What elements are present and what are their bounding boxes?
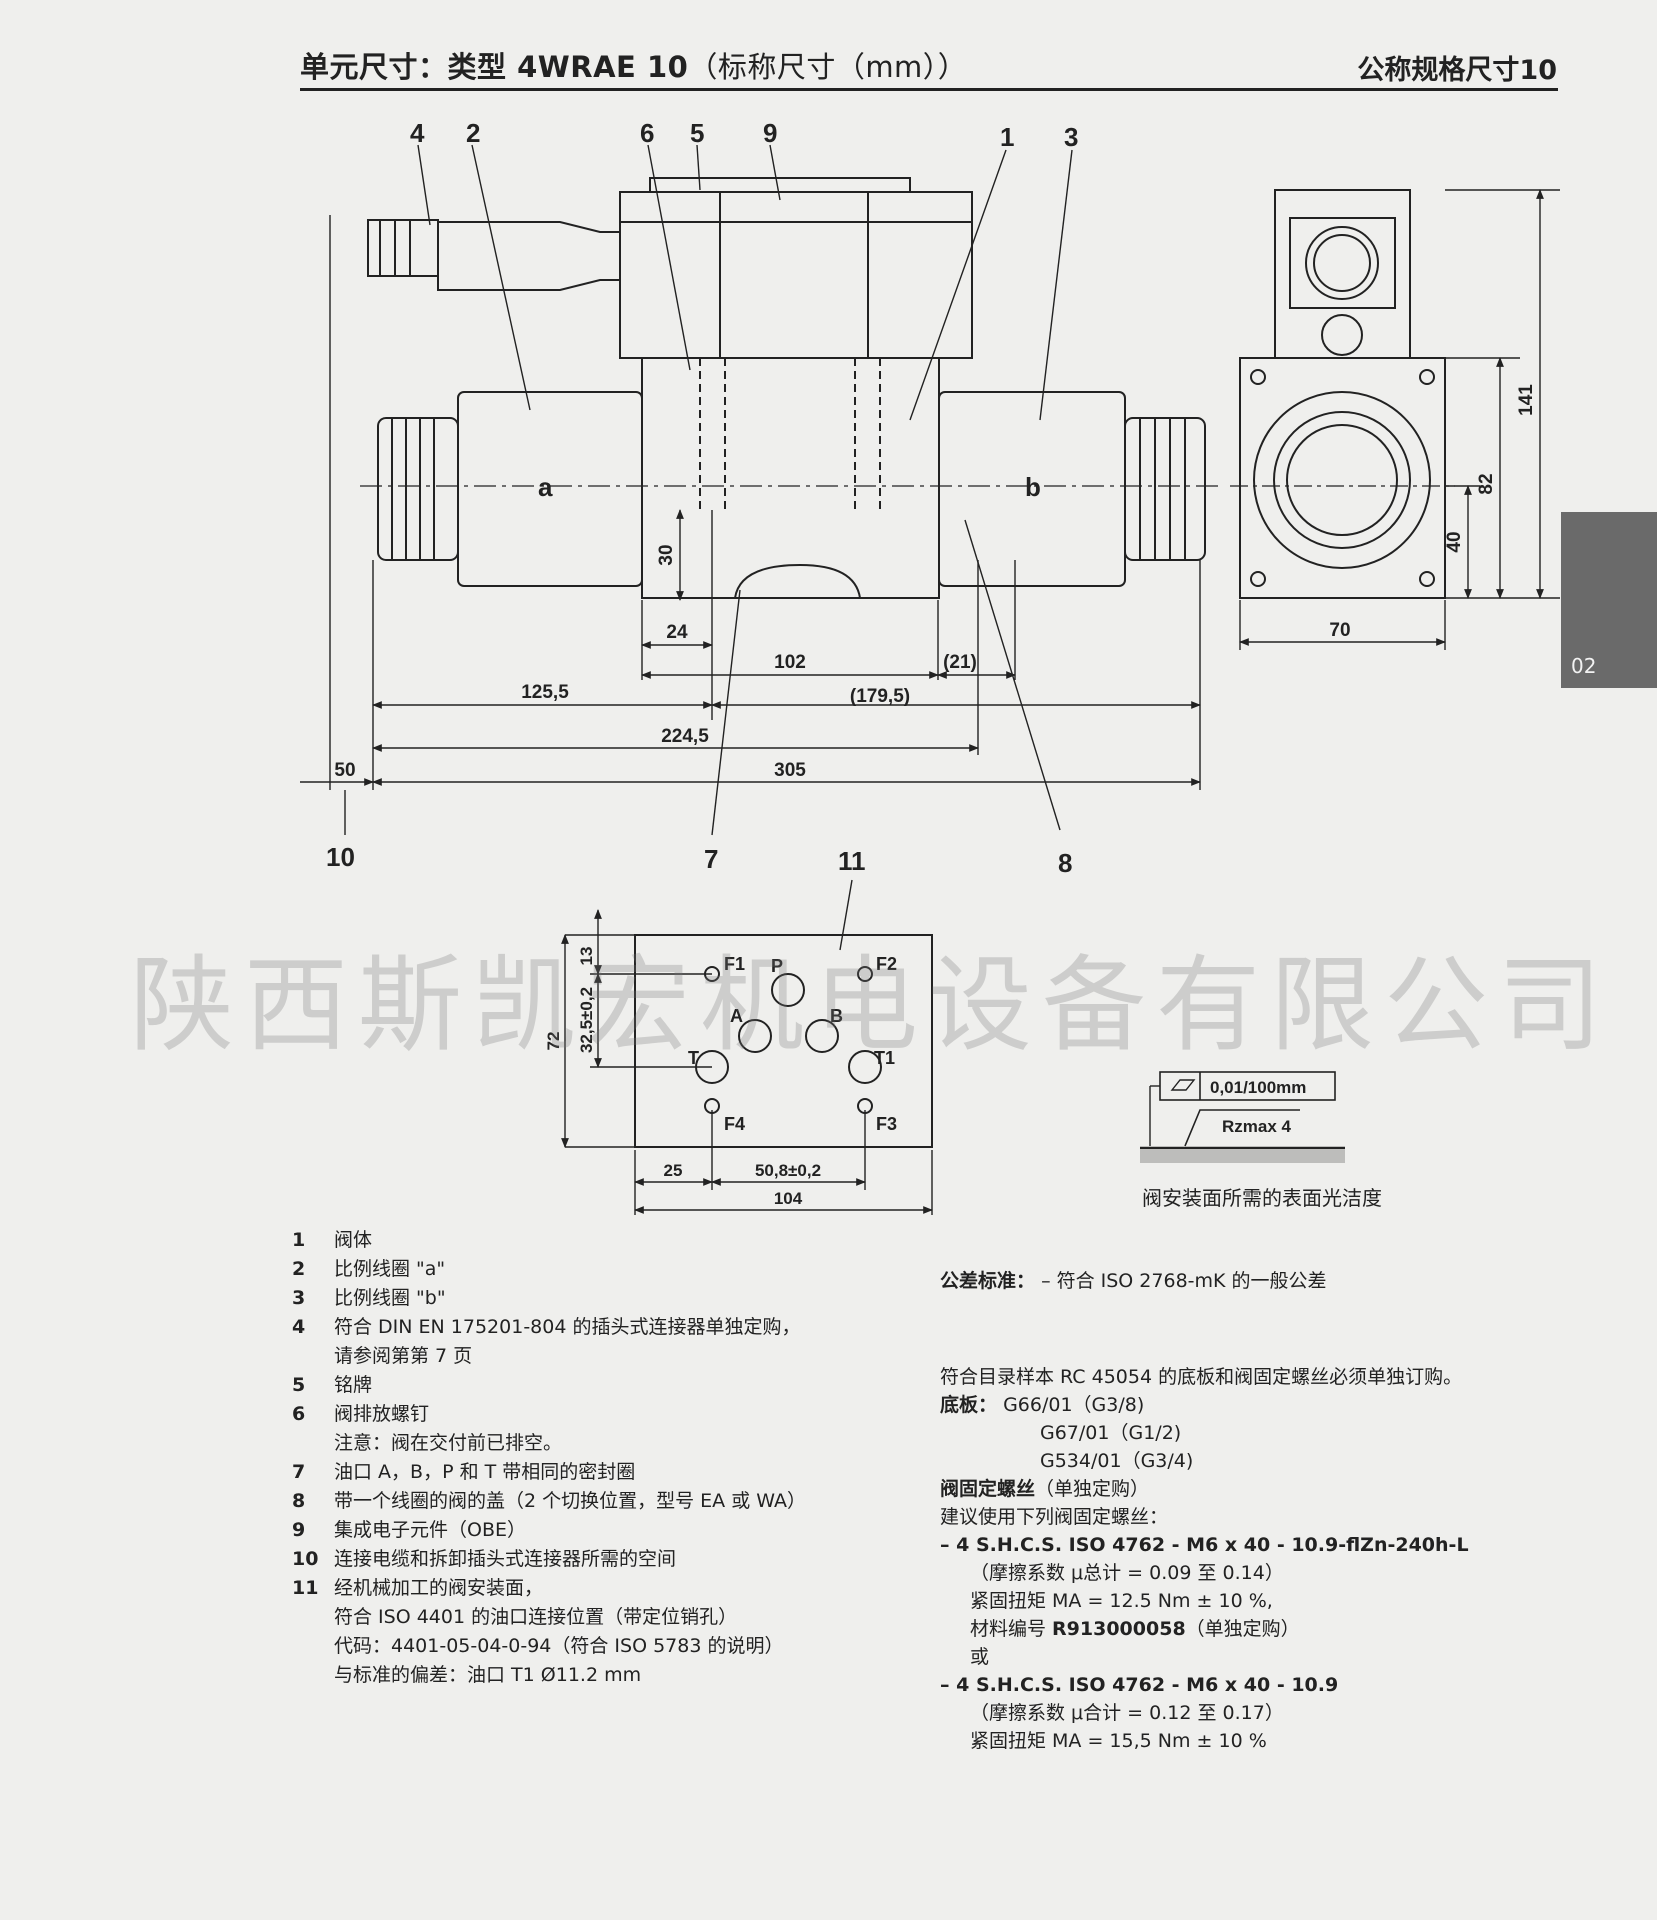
port-a: A	[730, 1006, 743, 1026]
flatness-tolerance: 0,01/100mm	[1210, 1078, 1306, 1097]
subplate-row: 底板： G66/01（G3/8)	[940, 1394, 1145, 1416]
dim-70: 70	[1329, 620, 1350, 641]
coil-b-label: b	[1025, 472, 1041, 502]
dim-305: 305	[774, 760, 806, 781]
callout-5: 5	[690, 118, 704, 148]
size-label: 公称规格尺寸10	[1357, 55, 1557, 86]
tolerance-note: 公差标准： – 符合 ISO 2768-mK 的一般公差	[940, 1270, 1327, 1292]
dim-125-5: 125,5	[521, 682, 569, 703]
valve-body	[641, 357, 940, 599]
callout-6: 6	[640, 118, 654, 148]
dim-50: 50	[334, 760, 355, 781]
screws-recommend: 建议使用下列阀固定螺丝：	[940, 1506, 1169, 1528]
page-title-main: 单元尺寸：类型 4WRAE 10	[300, 50, 689, 84]
dim-104: 104	[774, 1189, 803, 1208]
roughness-value: Rzmax 4	[1222, 1117, 1292, 1136]
dim-102: 102	[774, 652, 806, 673]
callout-4: 4	[410, 118, 425, 148]
port-f1: F1	[724, 954, 745, 974]
dim-50-8: 50,8±0,2	[755, 1161, 821, 1180]
dim-179-5: (179,5)	[850, 686, 910, 707]
screw-2-friction: （摩擦系数 μ合计 = 0.12 至 0.17）	[970, 1702, 1284, 1724]
order-note: 符合目录样本 RC 45054 的底板和阀固定螺丝必须单独订购。	[940, 1366, 1463, 1388]
callout-11: 11	[838, 846, 866, 876]
page-title-unit: （标称尺寸（mm））	[688, 50, 968, 84]
port-t1: T1	[874, 1048, 895, 1068]
port-f3: F3	[876, 1114, 897, 1134]
subplate-item: G67/01（G1/2)	[1040, 1422, 1182, 1444]
screw-option-1: – 4 S.H.C.S. ISO 4762 - M6 x 40 - 10.9-f…	[940, 1534, 1469, 1556]
dim-40: 40	[1444, 531, 1465, 552]
screw-option-2: – 4 S.H.C.S. ISO 4762 - M6 x 40 - 10.9	[940, 1674, 1339, 1696]
port-p: P	[771, 956, 783, 976]
callout-2: 2	[466, 118, 480, 148]
screws-heading: 阀固定螺丝（单独定购）	[940, 1478, 1150, 1500]
dim-25: 25	[664, 1161, 683, 1180]
dim-21: (21)	[943, 652, 977, 673]
page-title: 单元尺寸：类型 4WRAE 10（标称尺寸（mm））	[300, 44, 967, 86]
screw-1-material: 材料编号 R913000058（单独定购）	[970, 1618, 1300, 1640]
dim-32-5: 32,5±0,2	[577, 987, 596, 1053]
dim-24: 24	[666, 622, 688, 643]
coil-a-label: a	[538, 472, 553, 502]
callout-9: 9	[763, 118, 777, 148]
port-t: T	[688, 1048, 699, 1068]
section-tab-number: 02	[1571, 654, 1597, 678]
dim-72: 72	[544, 1032, 563, 1051]
header-divider	[300, 88, 1558, 91]
callout-1: 1	[1000, 122, 1014, 152]
or-label: 或	[970, 1646, 990, 1668]
notes-panel: 公差标准： – 符合 ISO 2768-mK 的一般公差 符合目录样本 RC 4…	[940, 1267, 1580, 1755]
dim-224-5: 224,5	[661, 726, 709, 747]
dimension-drawing: 4 2 6 5 9 1 3 10 7 11 8 a b 30 24 102 (2…	[300, 118, 1560, 1215]
surface-caption: 阀安装面所需的表面光洁度	[1142, 1186, 1382, 1210]
callout-8: 8	[1058, 848, 1072, 878]
side-view-body	[1239, 357, 1446, 599]
section-tab: 02	[1561, 512, 1657, 688]
subplate-item: G534/01（G3/4)	[1040, 1450, 1194, 1472]
port-f2: F2	[876, 954, 897, 974]
callout-10: 10	[326, 842, 355, 872]
screw-1-friction: （摩擦系数 μ总计 = 0.09 至 0.14）	[970, 1562, 1284, 1584]
dim-141: 141	[1516, 384, 1537, 416]
port-b: B	[830, 1006, 843, 1026]
watermark: 陕西斯凯宏机电设备有限公司	[130, 944, 1613, 1066]
callout-3: 3	[1064, 122, 1078, 152]
mounting-surface	[634, 934, 933, 1148]
dim-30: 30	[656, 544, 677, 565]
dim-82: 82	[1476, 473, 1497, 494]
dim-13: 13	[577, 947, 596, 966]
port-f4: F4	[724, 1114, 745, 1134]
callout-7: 7	[704, 844, 718, 874]
screw-1-torque: 紧固扭矩 MA = 12.5 Nm ± 10 %,	[970, 1590, 1273, 1612]
screw-2-torque: 紧固扭矩 MA = 15,5 Nm ± 10 %	[970, 1730, 1267, 1752]
